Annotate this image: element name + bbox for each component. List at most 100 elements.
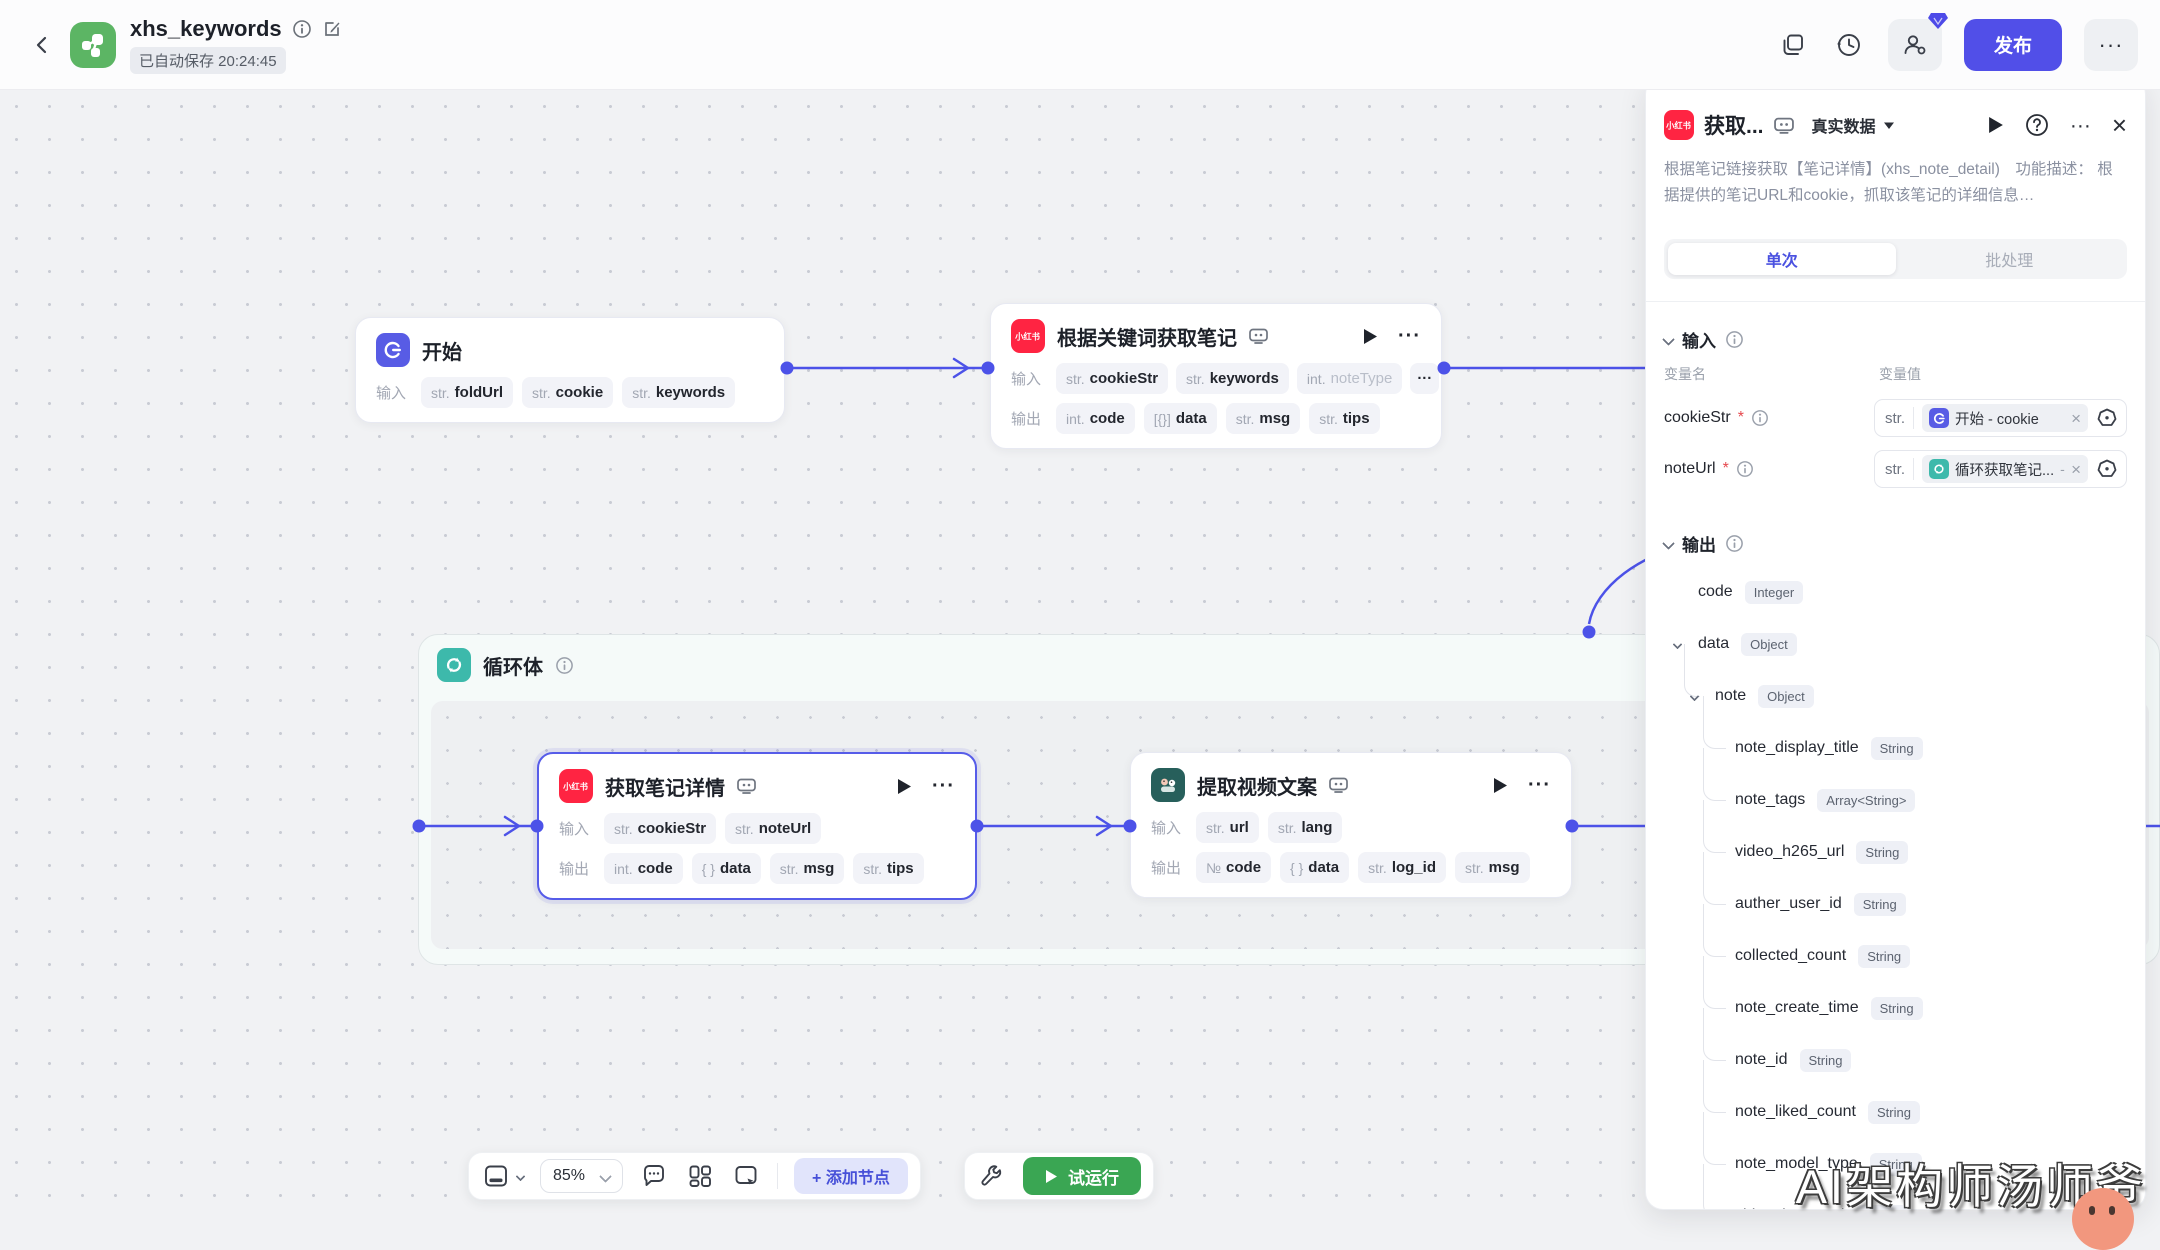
output-field-row[interactable]: video_h265_url String	[1664, 800, 2127, 878]
var-value-input[interactable]: str. 循环获取笔记... - ×	[1874, 450, 2127, 488]
node-more-button[interactable]: ···	[1398, 324, 1421, 347]
info-icon[interactable]	[1725, 330, 1744, 349]
comment-button[interactable]	[639, 1161, 669, 1191]
remove-reference-button[interactable]: ×	[2071, 408, 2081, 428]
run-node-button[interactable]	[897, 778, 912, 795]
data-mode-dropdown[interactable]: 真实数据	[1812, 113, 1895, 137]
info-icon[interactable]	[1751, 409, 1769, 427]
info-icon[interactable]	[1725, 534, 1744, 553]
field-type-badge: String	[1853, 892, 1906, 916]
output-field-row[interactable]: data Object	[1664, 618, 2127, 670]
output-field-row[interactable]: note_id String	[1664, 1008, 2127, 1086]
extract-video-plugin-icon	[1151, 768, 1185, 802]
node-more-button[interactable]: ···	[932, 774, 955, 797]
field-type-badge: Object	[1741, 632, 1797, 656]
back-button[interactable]	[22, 25, 62, 65]
remove-reference-button[interactable]: ×	[2071, 459, 2081, 479]
output-field-row[interactable]: code Integer	[1664, 566, 2127, 618]
field-type-badge: Object	[1758, 684, 1814, 708]
collaborators-button[interactable]	[1887, 12, 1948, 71]
tab-batch[interactable]: 批处理	[1985, 253, 2034, 270]
output-field-row[interactable]: note_create_time String	[1664, 956, 2127, 1034]
zoom-select[interactable]: 85%	[540, 1159, 624, 1193]
panel-close-button[interactable]: ×	[2111, 110, 2127, 140]
run-node-button[interactable]	[1493, 777, 1508, 794]
assistant-avatar[interactable]	[2072, 1188, 2134, 1250]
play-icon	[1046, 1169, 1057, 1183]
note-select-icon	[735, 1166, 757, 1185]
column-var-value: 变量值	[1879, 366, 1921, 382]
field-name: data	[1698, 635, 1730, 652]
value-settings-icon[interactable]	[2096, 407, 2118, 429]
var-value-input[interactable]: str. 开始 - cookie ×	[1874, 399, 2127, 437]
param-chip: str.url	[1196, 812, 1259, 843]
panel-more-button[interactable]: ···	[2069, 113, 2091, 137]
tab-single[interactable]: 单次	[1668, 243, 1896, 275]
output-field-row[interactable]: video_h264_url String	[1664, 1164, 2127, 1209]
speech-figures-icon	[1161, 778, 1176, 792]
info-icon[interactable]	[555, 656, 574, 675]
node-title: 获取笔记详情	[605, 777, 725, 800]
output-field-row[interactable]: note_liked_count String	[1664, 1060, 2127, 1138]
chevron-down-icon[interactable]	[1662, 332, 1675, 346]
chevron-down-icon[interactable]	[1662, 536, 1675, 550]
panel-divider	[1646, 301, 2145, 302]
field-name: code	[1698, 583, 1733, 600]
duplicate-button[interactable]	[1776, 28, 1810, 62]
variable-reference-chip[interactable]: 开始 - cookie ×	[1922, 404, 2088, 432]
people-icon	[1904, 34, 1926, 54]
param-chip: str.cookie	[522, 377, 614, 408]
input-var-row: noteUrl* str. 循环获取笔记... -	[1664, 450, 2127, 488]
node-more-button[interactable]: ···	[1528, 773, 1551, 796]
run-node-button[interactable]	[1988, 116, 2004, 134]
help-button[interactable]	[2025, 113, 2049, 137]
auto-layout-button[interactable]	[685, 1161, 715, 1191]
minimap-toggle-button[interactable]	[481, 1161, 511, 1191]
reference-value: 开始 - cookie	[1955, 411, 2039, 428]
io-label: 输入	[1011, 371, 1042, 388]
value-settings-icon[interactable]	[2096, 458, 2118, 480]
start-icon	[384, 341, 401, 359]
var-name: cookieStr*	[1664, 409, 1874, 427]
var-name: noteUrl*	[1664, 460, 1874, 478]
chevron-down-icon[interactable]	[515, 1171, 526, 1181]
param-chip: int.noteType	[1296, 363, 1403, 394]
edit-icon[interactable]	[322, 19, 342, 39]
param-chip: int.code	[604, 853, 683, 884]
reference-value: 循环获取笔记...	[1955, 462, 2055, 479]
output-field-row[interactable]: note_model_type String	[1664, 1112, 2127, 1190]
history-button[interactable]	[1832, 28, 1866, 62]
run-node-button[interactable]	[1363, 328, 1378, 345]
chevron-down-icon[interactable]	[1689, 691, 1700, 701]
output-field-row[interactable]: auther_user_id String	[1664, 852, 2127, 930]
info-icon[interactable]	[292, 19, 312, 39]
output-field-row[interactable]: note Object	[1664, 644, 2127, 722]
test-run-button[interactable]: 试运行	[1023, 1157, 1141, 1195]
topbar-more-button[interactable]: ···	[2084, 18, 2138, 71]
required-star: *	[1722, 460, 1729, 477]
param-chip: ···	[1410, 363, 1440, 394]
var-type: str.	[1885, 409, 1906, 427]
add-note-button[interactable]	[731, 1161, 761, 1191]
field-type-badge: String	[1858, 944, 1911, 968]
toolbar-divider	[777, 1163, 779, 1189]
chevron-down-icon[interactable]	[1672, 639, 1683, 649]
add-node-button[interactable]: + 添加节点	[794, 1158, 908, 1194]
param-chip: str.cookieStr	[604, 813, 717, 844]
param-chip: [{}]data	[1143, 403, 1217, 434]
chevron-left-icon	[36, 36, 47, 53]
publish-button[interactable]: 发布	[1963, 18, 2062, 71]
debug-tools-button[interactable]	[977, 1161, 1007, 1191]
info-icon[interactable]	[1736, 460, 1754, 478]
wrench-icon	[981, 1165, 1002, 1186]
output-field-row[interactable]: note_display_title String	[1664, 696, 2127, 774]
variable-reference-chip[interactable]: 循环获取笔记... - ×	[1922, 455, 2088, 483]
output-field-row[interactable]: note_tags Array<String>	[1664, 748, 2127, 826]
param-chip: str.tips	[1309, 403, 1380, 434]
output-field-row[interactable]: collected_count String	[1664, 904, 2127, 982]
